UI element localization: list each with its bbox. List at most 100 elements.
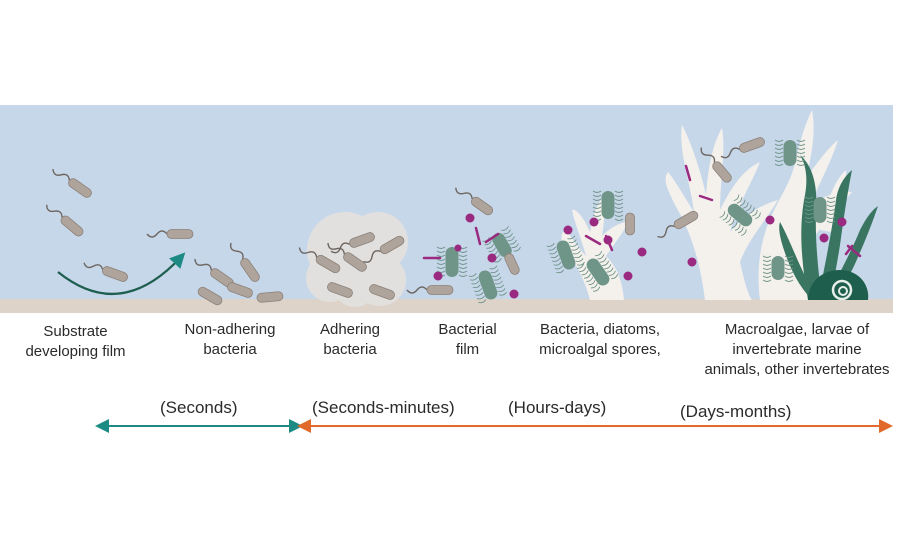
flagellum — [363, 250, 381, 263]
flagellum — [83, 262, 104, 270]
flagellum — [229, 242, 244, 260]
bacterium-rod — [83, 262, 128, 282]
purple-particle — [837, 217, 847, 227]
biofilm-cell — [482, 226, 521, 263]
timeline-label-seconds: (Seconds) — [160, 398, 238, 417]
cell-fringe — [436, 250, 468, 253]
timeline-label-days-months: (Days-months) — [680, 402, 792, 421]
bacterium-rod — [369, 284, 395, 300]
cell-body — [556, 240, 576, 270]
purple-particle — [509, 289, 519, 299]
cell-fringe — [475, 284, 505, 296]
purple-dash — [484, 232, 500, 244]
bacterium-body — [102, 266, 128, 282]
cell-fringe — [579, 254, 605, 273]
purple-dash — [698, 194, 714, 202]
bacterium-body — [197, 286, 223, 306]
bacterium-body — [60, 215, 84, 237]
purple-particle — [687, 257, 697, 267]
purple-dash — [684, 164, 692, 182]
cell-fringe — [471, 273, 501, 285]
cell-fringe — [804, 220, 836, 223]
cell-fringe — [592, 214, 624, 217]
bacterium-body — [712, 161, 732, 183]
cell-fringe — [740, 212, 761, 236]
cell-fringe — [722, 197, 743, 221]
flagellum — [406, 286, 428, 294]
purple-dash — [584, 234, 602, 246]
stage-label-macroalgae: Macroalgae, larvae of invertebrate marin… — [704, 321, 890, 378]
cell-fringe — [762, 279, 794, 282]
cell-body — [492, 232, 512, 258]
purple-dash — [474, 226, 482, 246]
cell-fringe — [774, 147, 806, 150]
cell-fringe — [581, 257, 607, 276]
snail-shell — [808, 270, 869, 301]
bacterium-rod — [330, 232, 375, 254]
purple-particle — [465, 213, 475, 223]
flagellum — [52, 168, 71, 181]
cell-fringe — [436, 270, 468, 273]
cell-fringe — [804, 200, 836, 203]
substrate-strip — [0, 299, 893, 313]
bacterium-rod — [363, 235, 405, 263]
cell-fringe — [592, 190, 624, 193]
flagellum — [46, 204, 63, 218]
biofilm-cell — [804, 196, 836, 223]
cell-fringe — [737, 209, 758, 234]
purple-particle — [433, 271, 443, 281]
cell-body — [601, 191, 615, 219]
cell-fringe — [762, 255, 794, 258]
attachment-arrow — [57, 252, 186, 295]
cell-fringe — [586, 264, 612, 282]
flagellum — [700, 147, 716, 163]
flagellum — [327, 242, 346, 255]
cell-fringe — [804, 204, 836, 207]
cell-fringe — [804, 212, 836, 215]
cell-body — [783, 140, 797, 166]
cell-body — [771, 256, 785, 280]
bacterium-rod — [229, 242, 260, 282]
cell-fringe — [488, 236, 515, 253]
cell-fringe — [476, 288, 506, 300]
stage-label-substrate: Substrate developing film — [25, 323, 126, 360]
cell-fringe — [774, 159, 806, 162]
bacterium-rod — [298, 247, 341, 274]
flagellum — [720, 147, 741, 159]
cell-fringe — [592, 194, 624, 197]
biofilm-cell — [774, 139, 806, 166]
bacterium-rod — [197, 286, 223, 306]
bacterium-rod — [227, 282, 253, 298]
cell-fringe — [553, 254, 583, 266]
cell-fringe — [590, 270, 616, 289]
bacterium-body — [504, 253, 520, 275]
cell-fringe — [804, 196, 836, 199]
cell-fringe — [478, 291, 507, 304]
cell-fringe — [762, 267, 794, 270]
cell-fringe — [436, 262, 468, 265]
cell-body — [445, 247, 459, 277]
bacterium-rod — [625, 212, 635, 236]
cell-fringe — [774, 155, 806, 158]
flagellum — [657, 225, 675, 238]
bacterium-body — [315, 254, 341, 274]
cell-fringe — [731, 204, 752, 229]
bacterium-rod — [52, 168, 92, 198]
cell-fringe — [474, 280, 503, 292]
cell-fringe — [494, 246, 521, 263]
coral-small — [561, 198, 628, 300]
purple-particle — [487, 253, 497, 263]
cell-fringe — [774, 163, 806, 166]
flagellum — [146, 230, 168, 238]
biofilm-cell — [762, 255, 794, 282]
bacterium-body — [470, 196, 494, 216]
cell-fringe — [546, 235, 576, 247]
bacterium-body — [739, 137, 765, 153]
cell-fringe — [472, 276, 502, 289]
biofilm-cell — [436, 246, 468, 277]
purple-dash — [604, 234, 614, 252]
cell-fringe — [592, 202, 624, 205]
cell-fringe — [725, 199, 746, 224]
